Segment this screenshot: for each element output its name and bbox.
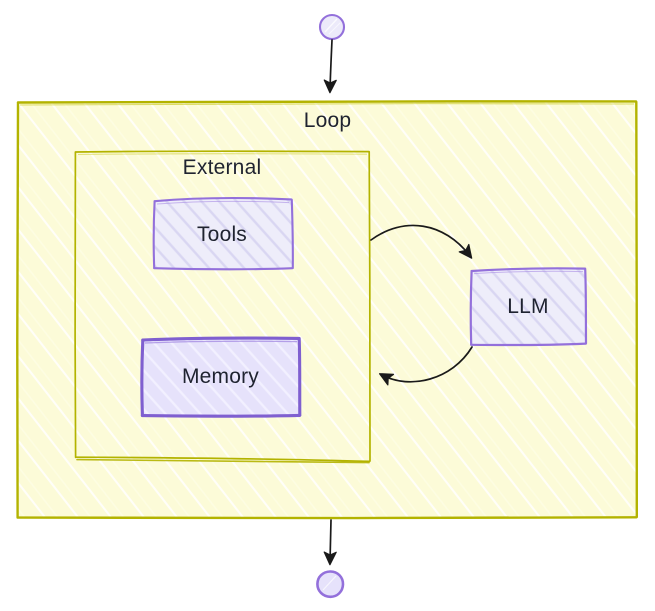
- edge-loop-to-end: [323, 519, 337, 566]
- node-llm[interactable]: [469, 267, 588, 347]
- node-tools[interactable]: [152, 197, 294, 271]
- edge-llm-to-external: [378, 346, 473, 386]
- container-external[interactable]: [74, 150, 371, 464]
- node-end[interactable]: [316, 570, 345, 599]
- node-start[interactable]: [318, 13, 346, 41]
- node-memory[interactable]: [140, 336, 302, 418]
- edge-start-to-loop: [323, 39, 337, 94]
- edge-external-to-llm: [370, 224, 473, 259]
